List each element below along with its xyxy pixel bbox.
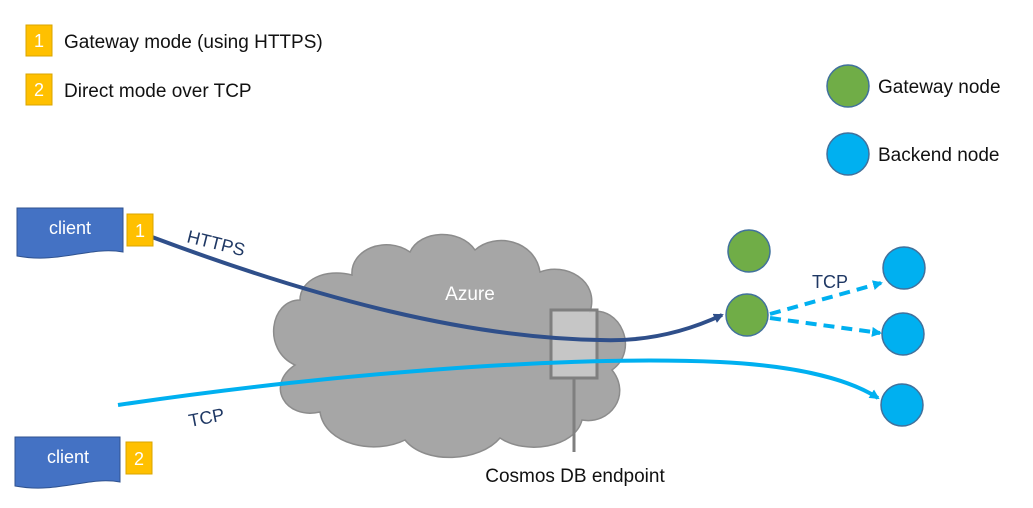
legend-item-2: 2 Direct mode over TCP — [25, 73, 252, 106]
gateway-node — [725, 293, 769, 337]
cosmos-endpoint: Cosmos DB endpoint — [485, 308, 665, 487]
client-2-label: client — [47, 447, 89, 467]
client-1-label: client — [49, 218, 91, 238]
internal-tcp-line-2 — [769, 316, 882, 337]
gateway-node — [727, 229, 771, 273]
client-2-shape — [14, 436, 121, 489]
legend-badge-2 — [25, 73, 53, 106]
legend-badge-2-number: 2 — [34, 80, 44, 100]
legend-item-1: 1 Gateway mode (using HTTPS) — [25, 24, 323, 57]
backend-node — [880, 383, 924, 427]
endpoint-label: Cosmos DB endpoint — [485, 466, 665, 487]
legend-gateway-node: Gateway node — [826, 64, 1001, 108]
client-1: client 1 — [16, 207, 154, 259]
tcp-connection-line — [117, 358, 880, 407]
cloud-label: Azure — [445, 284, 495, 305]
client-1-badge — [126, 213, 154, 247]
gateway-node-legend-icon — [826, 64, 870, 108]
tcp-label: TCP — [187, 404, 226, 431]
client-1-badge-number: 1 — [135, 221, 145, 241]
client-2-badge — [125, 441, 153, 475]
internal-tcp-label: TCP — [812, 272, 848, 292]
backend-node-legend-label: Backend node — [878, 145, 1000, 166]
backend-node — [882, 246, 926, 290]
https-label: HTTPS — [185, 226, 247, 260]
cloud-shape — [272, 233, 627, 459]
backend-node — [881, 312, 925, 356]
legend-item-1-text: Gateway mode (using HTTPS) — [64, 32, 323, 53]
client-2-badge-number: 2 — [134, 449, 144, 469]
legend-backend-node: Backend node — [826, 132, 1000, 176]
backend-node-legend-icon — [826, 132, 870, 176]
legend-badge-1 — [25, 24, 53, 57]
client-2: client 2 — [14, 436, 153, 489]
endpoint-box — [549, 308, 599, 380]
client-1-shape — [16, 207, 124, 259]
internal-tcp-line-1 — [769, 280, 883, 316]
gateway-node-legend-label: Gateway node — [878, 77, 1001, 98]
https-connection-line — [151, 235, 724, 343]
legend-badge-1-number: 1 — [34, 31, 44, 51]
legend-item-2-text: Direct mode over TCP — [64, 81, 252, 102]
azure-cloud: Azure — [272, 233, 627, 459]
